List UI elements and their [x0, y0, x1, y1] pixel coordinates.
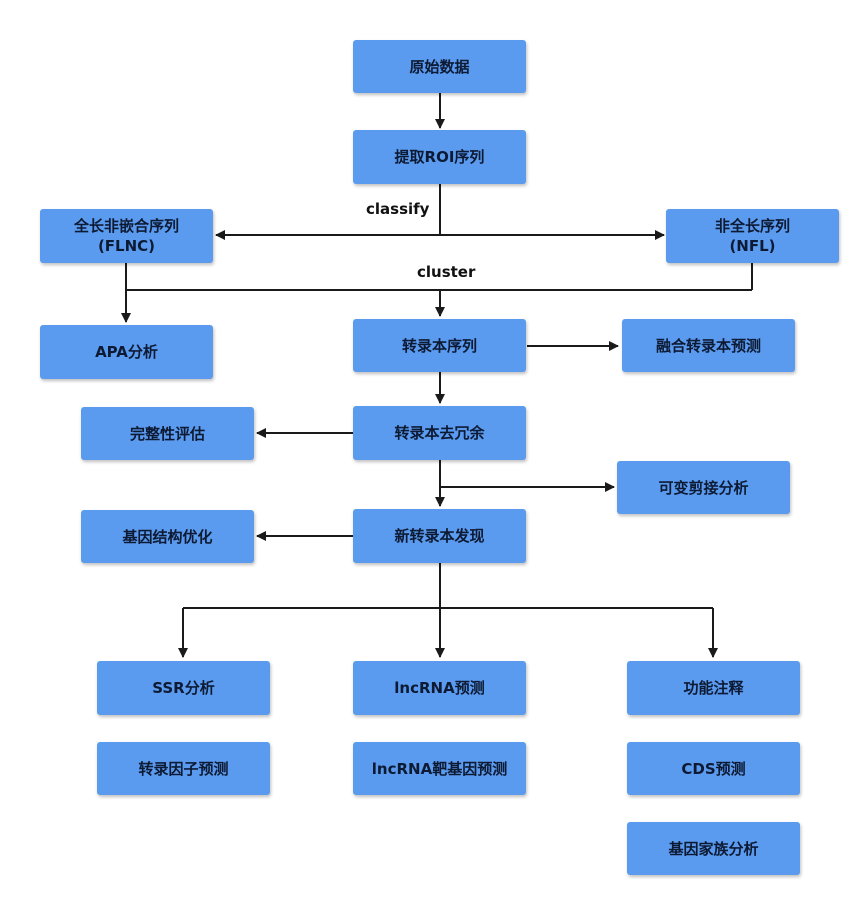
node-lncrna-target[interactable]: lncRNA靶基因预测 — [353, 742, 526, 795]
node-extract-roi[interactable]: 提取ROI序列 — [353, 130, 526, 184]
node-tf-pred[interactable]: 转录因子预测 — [97, 742, 270, 795]
node-gene-structure-label: 基因结构优化 — [122, 527, 213, 546]
edge-label-classify: classify — [366, 200, 430, 218]
node-tf-pred-label: 转录因子预测 — [138, 759, 229, 778]
node-new-transcript-label: 新转录本发现 — [394, 527, 485, 545]
node-transcript-seq[interactable]: 转录本序列 — [353, 319, 526, 372]
node-flnc-label-2: (FLNC) — [97, 237, 156, 255]
node-alt-splicing-label: 可变剪接分析 — [658, 478, 749, 497]
node-dedup-label: 转录本去冗余 — [394, 424, 485, 442]
node-flnc[interactable]: 全长非嵌合序列 (FLNC) — [40, 209, 213, 263]
node-nfl[interactable]: 非全长序列 (NFL) — [666, 209, 839, 263]
node-ssr[interactable]: SSR分析 — [97, 661, 270, 715]
node-transcript-seq-label: 转录本序列 — [401, 336, 477, 355]
node-cds[interactable]: CDS预测 — [627, 742, 800, 795]
node-cds-label: CDS预测 — [681, 759, 746, 778]
node-completeness[interactable]: 完整性评估 — [81, 407, 254, 460]
node-gene-family[interactable]: 基因家族分析 — [627, 822, 800, 875]
node-alt-splicing[interactable]: 可变剪接分析 — [617, 461, 790, 514]
node-flnc-label-1: 全长非嵌合序列 — [73, 217, 179, 235]
edge-label-cluster: cluster — [417, 263, 476, 281]
node-nfl-label-2: (NFL) — [729, 237, 776, 255]
node-nfl-label-1: 非全长序列 — [714, 217, 790, 235]
node-lncrna-label: lncRNA预测 — [394, 679, 485, 697]
node-lncrna[interactable]: lncRNA预测 — [353, 661, 526, 715]
node-new-transcript[interactable]: 新转录本发现 — [353, 509, 526, 563]
node-fusion[interactable]: 融合转录本预测 — [622, 319, 795, 372]
node-raw-data-label: 原始数据 — [409, 57, 470, 76]
node-func-annot-label: 功能注释 — [683, 679, 744, 697]
node-lncrna-target-label: lncRNA靶基因预测 — [371, 759, 508, 778]
node-extract-roi-label: 提取ROI序列 — [394, 148, 485, 166]
node-dedup[interactable]: 转录本去冗余 — [353, 406, 526, 460]
node-completeness-label: 完整性评估 — [129, 424, 205, 443]
node-raw-data[interactable]: 原始数据 — [353, 40, 526, 93]
node-apa-label: APA分析 — [95, 343, 158, 361]
node-func-annot[interactable]: 功能注释 — [627, 661, 800, 715]
node-fusion-label: 融合转录本预测 — [655, 336, 761, 355]
node-gene-structure[interactable]: 基因结构优化 — [81, 510, 254, 563]
node-gene-family-label: 基因家族分析 — [668, 839, 759, 858]
node-ssr-label: SSR分析 — [152, 679, 215, 697]
node-apa[interactable]: APA分析 — [40, 325, 213, 379]
